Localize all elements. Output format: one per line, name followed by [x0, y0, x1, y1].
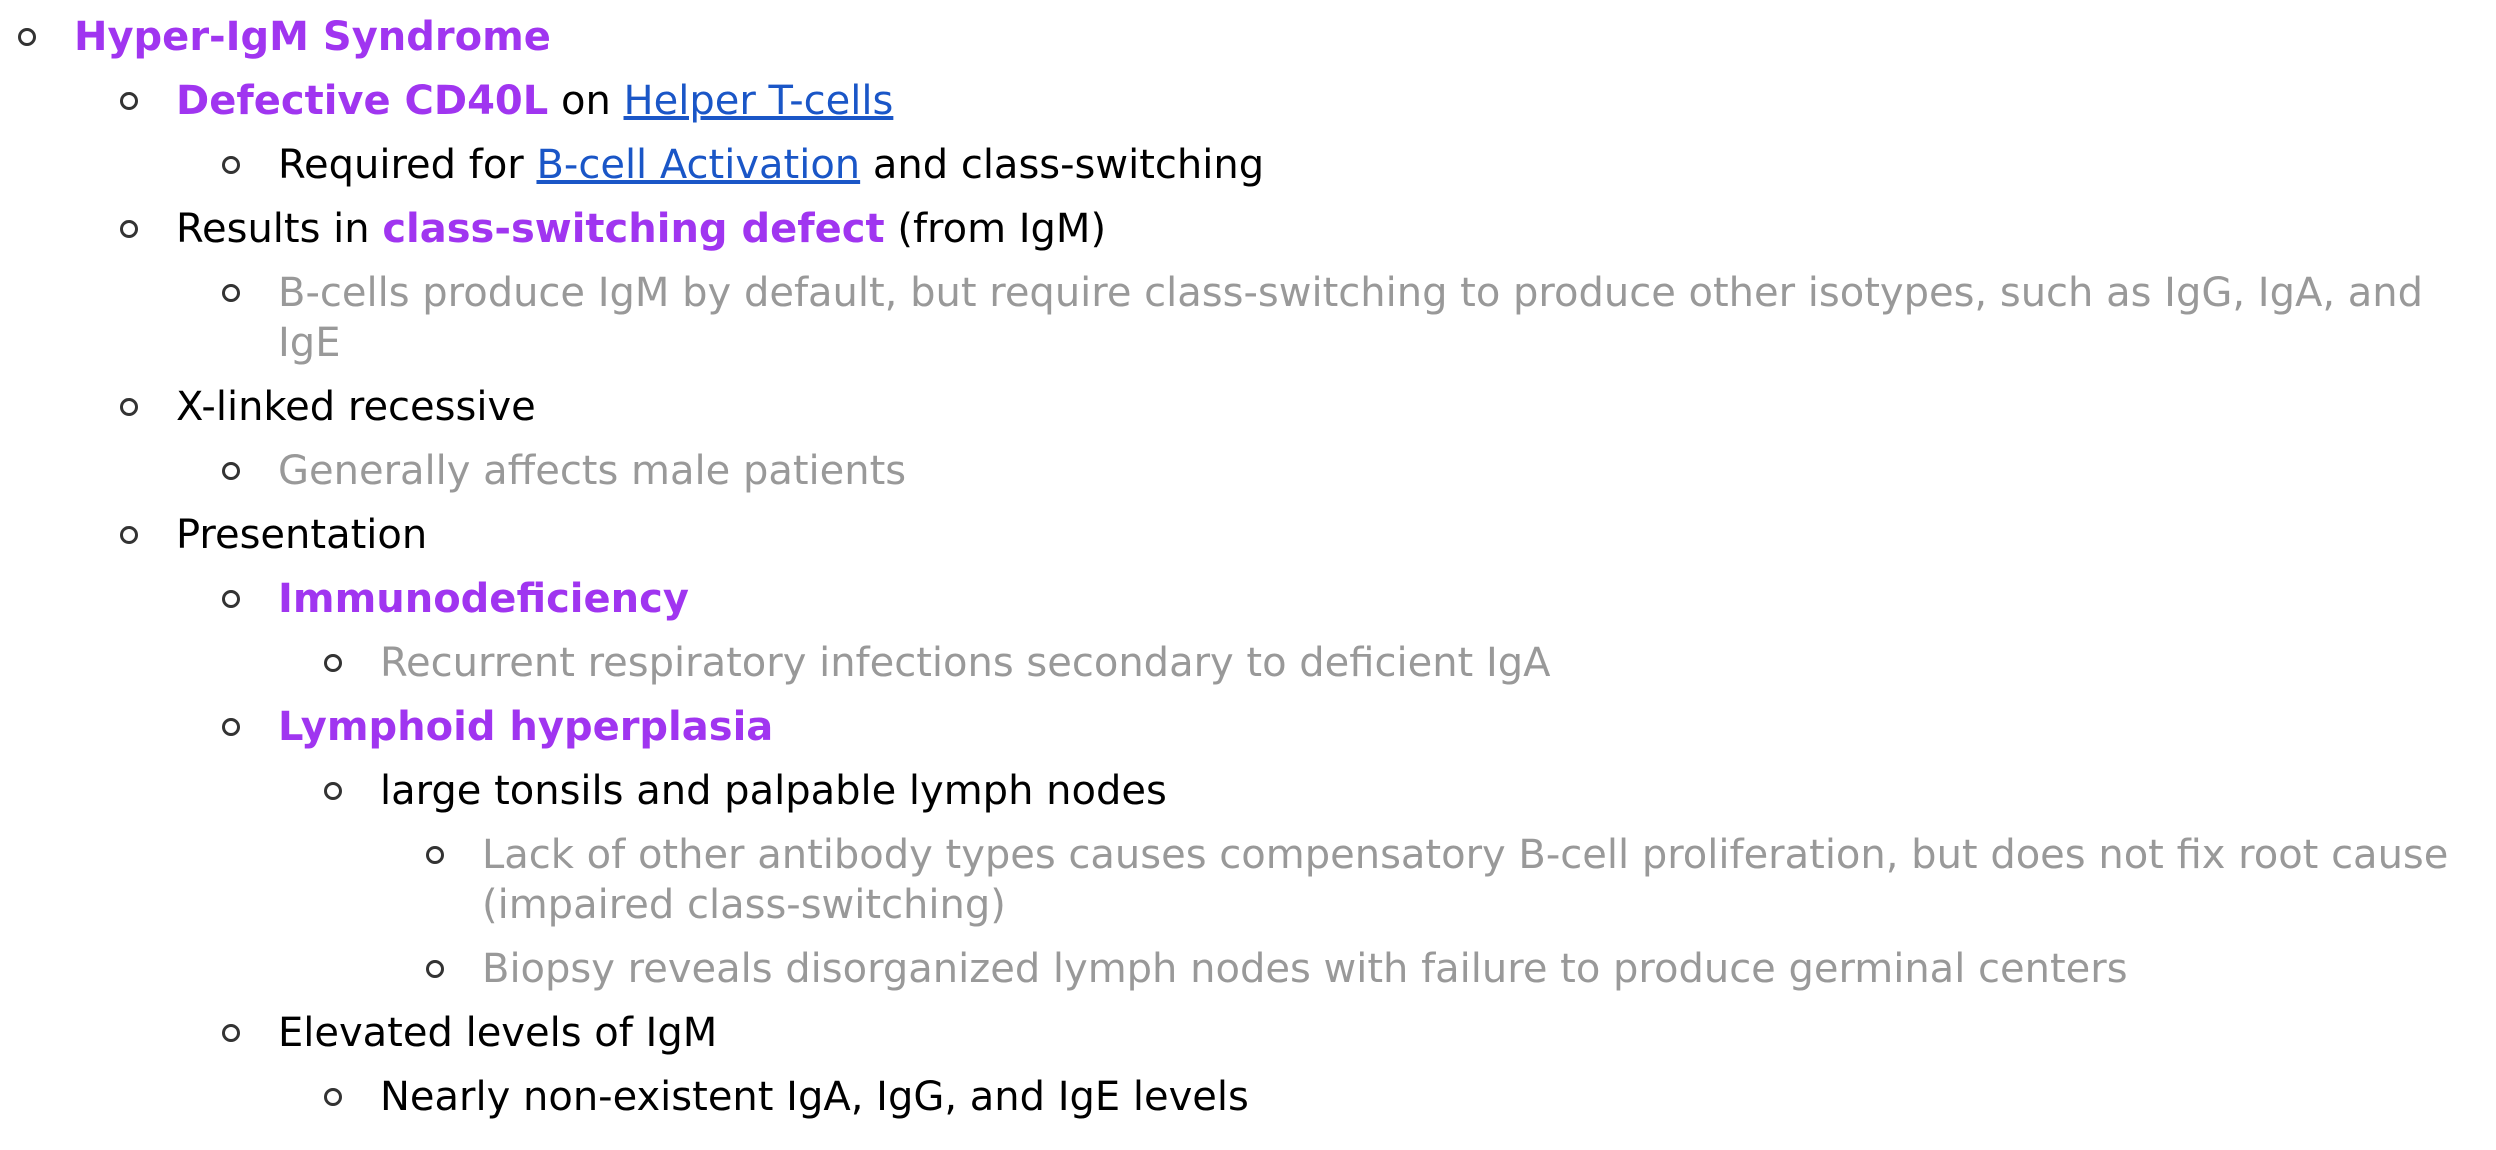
- bullet-icon: [222, 590, 240, 608]
- outline-item-immunodeficiency-note: Recurrent respiratory infections seconda…: [0, 638, 2496, 688]
- bullet-icon: [222, 284, 240, 302]
- outline-item-text: large tonsils and palpable lymph nodes: [380, 768, 1167, 814]
- plain-text: (from IgM): [884, 206, 1107, 252]
- outline-item-text: Defective CD40L on Helper T-cells: [176, 76, 2496, 126]
- outline-item-title: Hyper-IgM Syndrome: [0, 12, 2496, 62]
- outline-item-xlinked: X-linked recessive: [0, 382, 2496, 432]
- bullet-icon: [222, 462, 240, 480]
- outline-item-xlinked-note: Generally affects male patients: [0, 446, 2496, 496]
- bullet-icon: [222, 1024, 240, 1042]
- bullet-icon: [426, 960, 444, 978]
- note-text: Biopsy reveals disorganized lymph nodes …: [482, 946, 2128, 992]
- outline-item-text: Nearly non-existent IgA, IgG, and IgE le…: [380, 1074, 1249, 1120]
- highlight-term: class-switching defect: [382, 206, 885, 252]
- outline-item-results-note: B-cells produce IgM by default, but requ…: [0, 268, 2496, 368]
- highlight-term: Defective CD40L: [176, 78, 549, 124]
- outline-item-text: Required for B-cell Activation and class…: [278, 140, 2496, 190]
- plain-text: on: [548, 78, 624, 124]
- bullet-icon: [120, 398, 138, 416]
- bullet-icon: [324, 782, 342, 800]
- bullet-icon: [18, 28, 36, 46]
- note-text: B-cells produce IgM by default, but requ…: [278, 270, 2424, 366]
- outline-item-text: Elevated levels of IgM: [278, 1010, 718, 1056]
- outline-item-lymphoid-note2: Biopsy reveals disorganized lymph nodes …: [0, 944, 2496, 994]
- bullet-icon: [222, 156, 240, 174]
- outline-item-cd40l: Defective CD40L on Helper T-cells: [0, 76, 2496, 126]
- bullet-icon: [324, 654, 342, 672]
- outline-item-elevated: Elevated levels of IgM: [0, 1008, 2496, 1058]
- bullet-icon: [120, 220, 138, 238]
- bullet-icon: [222, 718, 240, 736]
- outline-item-results: Results in class-switching defect (from …: [0, 204, 2496, 254]
- outline-item-lymphoid-note1: Lack of other antibody types causes comp…: [0, 830, 2496, 930]
- highlight-term: Immunodeficiency: [278, 576, 689, 622]
- section-title: Hyper-IgM Syndrome: [74, 14, 551, 60]
- b-cell-activation-link[interactable]: B-cell Activation: [536, 142, 861, 188]
- note-text: Generally affects male patients: [278, 448, 907, 494]
- plain-text: and class-switching: [860, 142, 1265, 188]
- outline-item-text: X-linked recessive: [176, 384, 536, 430]
- bullet-icon: [120, 92, 138, 110]
- outline-item-lymphoid-detail: large tonsils and palpable lymph nodes: [0, 766, 2496, 816]
- bullet-icon: [324, 1088, 342, 1106]
- outline-item-text: Presentation: [176, 512, 428, 558]
- outline-item-text: Results in class-switching defect (from …: [176, 204, 2496, 254]
- notes-outline: Hyper-IgM Syndrome Defective CD40L on He…: [0, 12, 2496, 1122]
- bullet-icon: [120, 526, 138, 544]
- helper-t-cells-link[interactable]: Helper T-cells: [623, 78, 894, 124]
- outline-item-presentation: Presentation: [0, 510, 2496, 560]
- outline-item-elevated-detail: Nearly non-existent IgA, IgG, and IgE le…: [0, 1072, 2496, 1122]
- plain-text: Results in: [176, 206, 383, 252]
- note-text: Lack of other antibody types causes comp…: [482, 832, 2449, 928]
- highlight-term: Lymphoid hyperplasia: [278, 704, 774, 750]
- note-text: Recurrent respiratory infections seconda…: [380, 640, 1551, 686]
- outline-item-lymphoid: Lymphoid hyperplasia: [0, 702, 2496, 752]
- outline-item-required: Required for B-cell Activation and class…: [0, 140, 2496, 190]
- bullet-icon: [426, 846, 444, 864]
- outline-item-immunodeficiency: Immunodeficiency: [0, 574, 2496, 624]
- plain-text: Required for: [278, 142, 537, 188]
